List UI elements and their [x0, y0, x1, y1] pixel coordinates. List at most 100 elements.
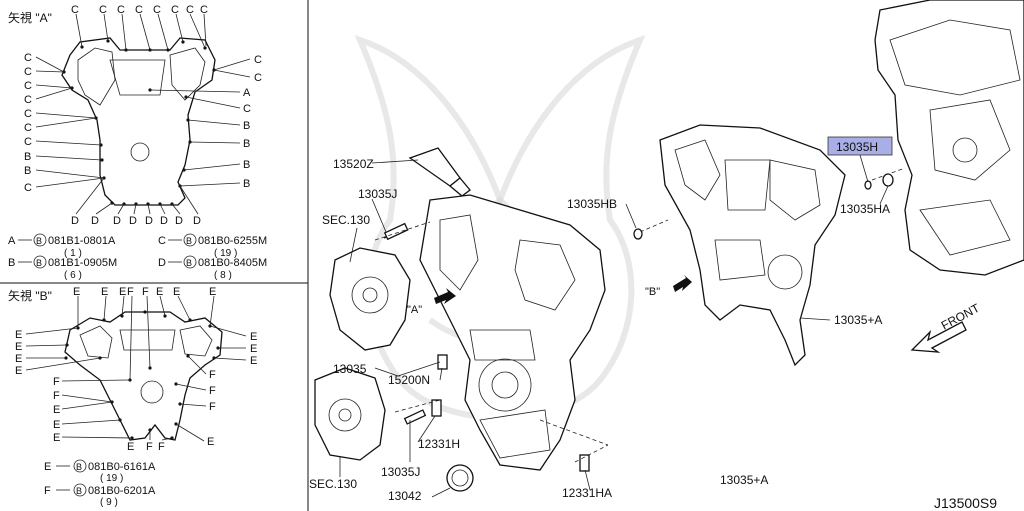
rear-timing-cover	[659, 124, 846, 367]
bolt-circle-b-icon	[33, 255, 47, 269]
view-arrow-b: "B"	[645, 275, 692, 298]
svg-text:081B0-8405M: 081B0-8405M	[198, 257, 267, 269]
part-number-label: 12331HA	[562, 486, 612, 500]
view-b-title: 矢視 "B"	[8, 288, 52, 303]
svg-text:A: A	[8, 235, 16, 247]
svg-text:D: D	[158, 257, 166, 269]
bolt-label: D	[129, 215, 137, 227]
highlighted-part-13035h[interactable]: 13035H	[827, 136, 893, 156]
svg-text:( 8 ): ( 8 )	[214, 270, 232, 281]
view-a-letter-labels: C C C C C C C C C C C C C C C B B C C C …	[24, 4, 262, 227]
bolt-label: C	[135, 4, 143, 16]
bolt-label: F	[146, 441, 153, 453]
highlight-box	[827, 136, 893, 156]
part-number-label: 13035HA	[840, 202, 890, 216]
bolt-circle-b-icon	[183, 255, 197, 269]
svg-text:081B0-6201A: 081B0-6201A	[88, 485, 156, 497]
view-b-leaders	[25, 295, 247, 442]
view-a-title: 矢視 "A"	[8, 10, 52, 25]
bolt-label: E	[250, 343, 257, 355]
water-pump-top	[329, 247, 411, 351]
svg-text:C: C	[158, 235, 166, 247]
part-number-label: 13520Z	[333, 157, 374, 171]
view-a-leaders	[35, 13, 251, 215]
part-leaders	[339, 154, 889, 498]
bolt-label: C	[117, 4, 125, 16]
bolt-label: F	[53, 390, 60, 402]
view-a-legend: A B 081B1-0801A ( 1 ) C B 081B0-6255M ( …	[8, 233, 267, 281]
bolt-label: F	[142, 286, 149, 298]
svg-text:B: B	[8, 257, 15, 269]
part-number-label: 13035+A	[834, 313, 882, 327]
part-number-label: 12331H	[418, 437, 460, 451]
bolt-label: C	[186, 4, 194, 16]
svg-text:081B0-6161A: 081B0-6161A	[88, 461, 156, 473]
bolt-label: D	[113, 215, 121, 227]
bolt-label: C	[71, 4, 79, 16]
bolt-label: B	[24, 151, 31, 163]
view-arrow-icon	[434, 288, 456, 304]
svg-text:( 19 ): ( 19 )	[100, 473, 123, 484]
view-a-bolt-dots	[62, 39, 216, 206]
view-arrow-icon	[673, 275, 692, 292]
part-number-label: 13035J	[358, 187, 397, 201]
bolt-label: F	[127, 286, 134, 298]
bolt-label: E	[73, 286, 80, 298]
part-number-label: 13035+A	[720, 473, 768, 487]
bolt-circle-b-icon	[73, 483, 87, 497]
bolt-label: E	[173, 286, 180, 298]
bolt-label: E	[127, 441, 134, 453]
bolt-label: C	[24, 136, 32, 148]
bolt-label: E	[53, 419, 60, 431]
bolt-label: C	[99, 4, 107, 16]
part-number-label: SEC.130	[309, 477, 357, 491]
bolt-label: E	[101, 286, 108, 298]
bolt-label: C	[24, 182, 32, 194]
svg-text:B: B	[36, 258, 42, 268]
svg-text:B: B	[186, 258, 192, 268]
bolt-label: C	[24, 94, 32, 106]
bolt-label: B	[243, 138, 250, 150]
svg-text:E: E	[44, 461, 51, 473]
bolt-label: E	[207, 436, 214, 448]
svg-text:081B1-0801A: 081B1-0801A	[48, 235, 116, 247]
svg-text:081B0-6255M: 081B0-6255M	[198, 235, 267, 247]
oil-seal	[446, 464, 474, 492]
bolt-label: D	[160, 215, 168, 227]
svg-text:B: B	[186, 236, 192, 246]
front-indicator: FRONT	[910, 301, 982, 353]
part-labels: 13520Z 13035J SEC.130 13035 15200N 12331…	[309, 157, 890, 503]
bolt-label: C	[200, 4, 208, 16]
bolt-label: E	[15, 353, 22, 365]
bolt-label: D	[145, 215, 153, 227]
bolt-label: C	[254, 54, 262, 66]
engine-block	[874, 0, 1024, 276]
bolt-label: E	[15, 365, 22, 377]
bolt-label: C	[254, 72, 262, 84]
bolt-label: E	[53, 404, 60, 416]
bolt-label: F	[209, 369, 216, 381]
panel-frame	[0, 0, 309, 511]
bolt-label: F	[209, 385, 216, 397]
bolt-label: E	[53, 432, 60, 444]
front-arrow-icon	[910, 321, 967, 353]
bolt-label: A	[243, 87, 251, 99]
svg-text:"A": "A"	[407, 304, 422, 316]
svg-text:B: B	[36, 236, 42, 246]
part-number-label: 13035	[333, 362, 367, 376]
bolt-label: C	[24, 66, 32, 78]
svg-text:( 19 ): ( 19 )	[214, 248, 237, 259]
diagram-id: J13500S9	[934, 495, 997, 511]
part-number-label: 15200N	[388, 373, 430, 387]
bolt-label: C	[24, 108, 32, 120]
svg-text:( 9 ): ( 9 )	[100, 497, 118, 508]
part-number-label: 13035H	[836, 140, 878, 154]
o-rings	[633, 173, 894, 240]
bolt-label: F	[53, 376, 60, 388]
bolt-label: C	[24, 80, 32, 92]
view-a-cover-outline	[61, 37, 216, 206]
part-number-label: 13035J	[381, 465, 420, 479]
bolt-circle-b-icon	[183, 233, 197, 247]
bolt-label: D	[71, 215, 79, 227]
bolt-label: D	[193, 215, 201, 227]
